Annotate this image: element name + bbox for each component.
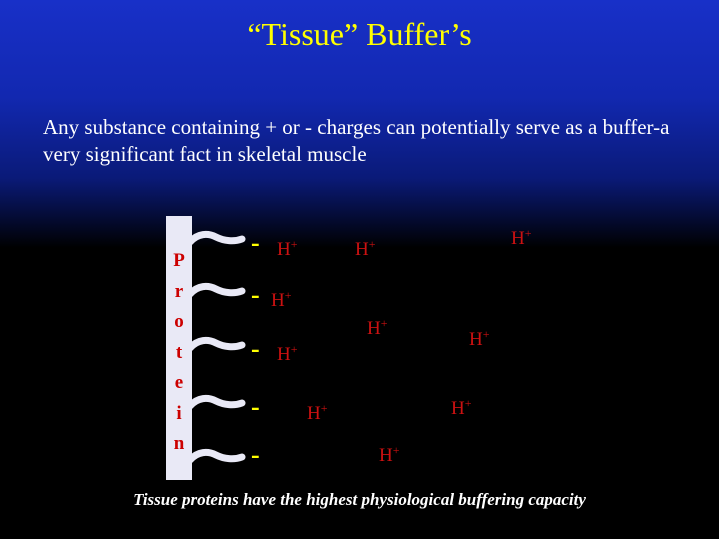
slide-title: “Tissue” Buffer’s — [247, 16, 472, 52]
negative-charge: - — [251, 334, 260, 363]
protein-letter: n — [173, 433, 185, 454]
negative-charge: - — [251, 392, 260, 421]
protein-letter: r — [174, 280, 184, 302]
protein-letter: o — [174, 311, 184, 332]
hydrogen-ion: H+ — [511, 226, 532, 249]
hydrogen-ion: H+ — [469, 327, 490, 350]
protein-letter: i — [176, 402, 182, 424]
hydrogen-ion: H+ — [277, 342, 298, 365]
hydrogen-ion: H+ — [367, 316, 388, 339]
intro-text: Any substance containing + or - charges … — [43, 115, 670, 166]
protein-letter: P — [173, 250, 185, 271]
hydrogen-ion: H+ — [307, 401, 328, 424]
protein-letter: t — [175, 341, 183, 363]
hydrogen-ion: H+ — [451, 396, 472, 419]
negative-charge: - — [251, 280, 260, 309]
hydrogen-ion: H+ — [355, 237, 376, 260]
protein-side-chain — [186, 394, 246, 410]
protein-side-chain — [186, 230, 246, 246]
hydrogen-ion: H+ — [277, 237, 298, 260]
negative-charge: - — [251, 440, 260, 469]
protein-side-chain — [186, 336, 246, 352]
hydrogen-ion: H+ — [379, 443, 400, 466]
negative-charge: - — [251, 228, 260, 257]
slide-caption: Tissue proteins have the highest physiol… — [133, 490, 586, 509]
hydrogen-ion: H+ — [271, 288, 292, 311]
protein-label: P r o t e i n — [166, 246, 192, 460]
protein-letter: e — [174, 372, 184, 393]
protein-side-chain — [186, 448, 246, 464]
protein-side-chain — [186, 282, 246, 298]
